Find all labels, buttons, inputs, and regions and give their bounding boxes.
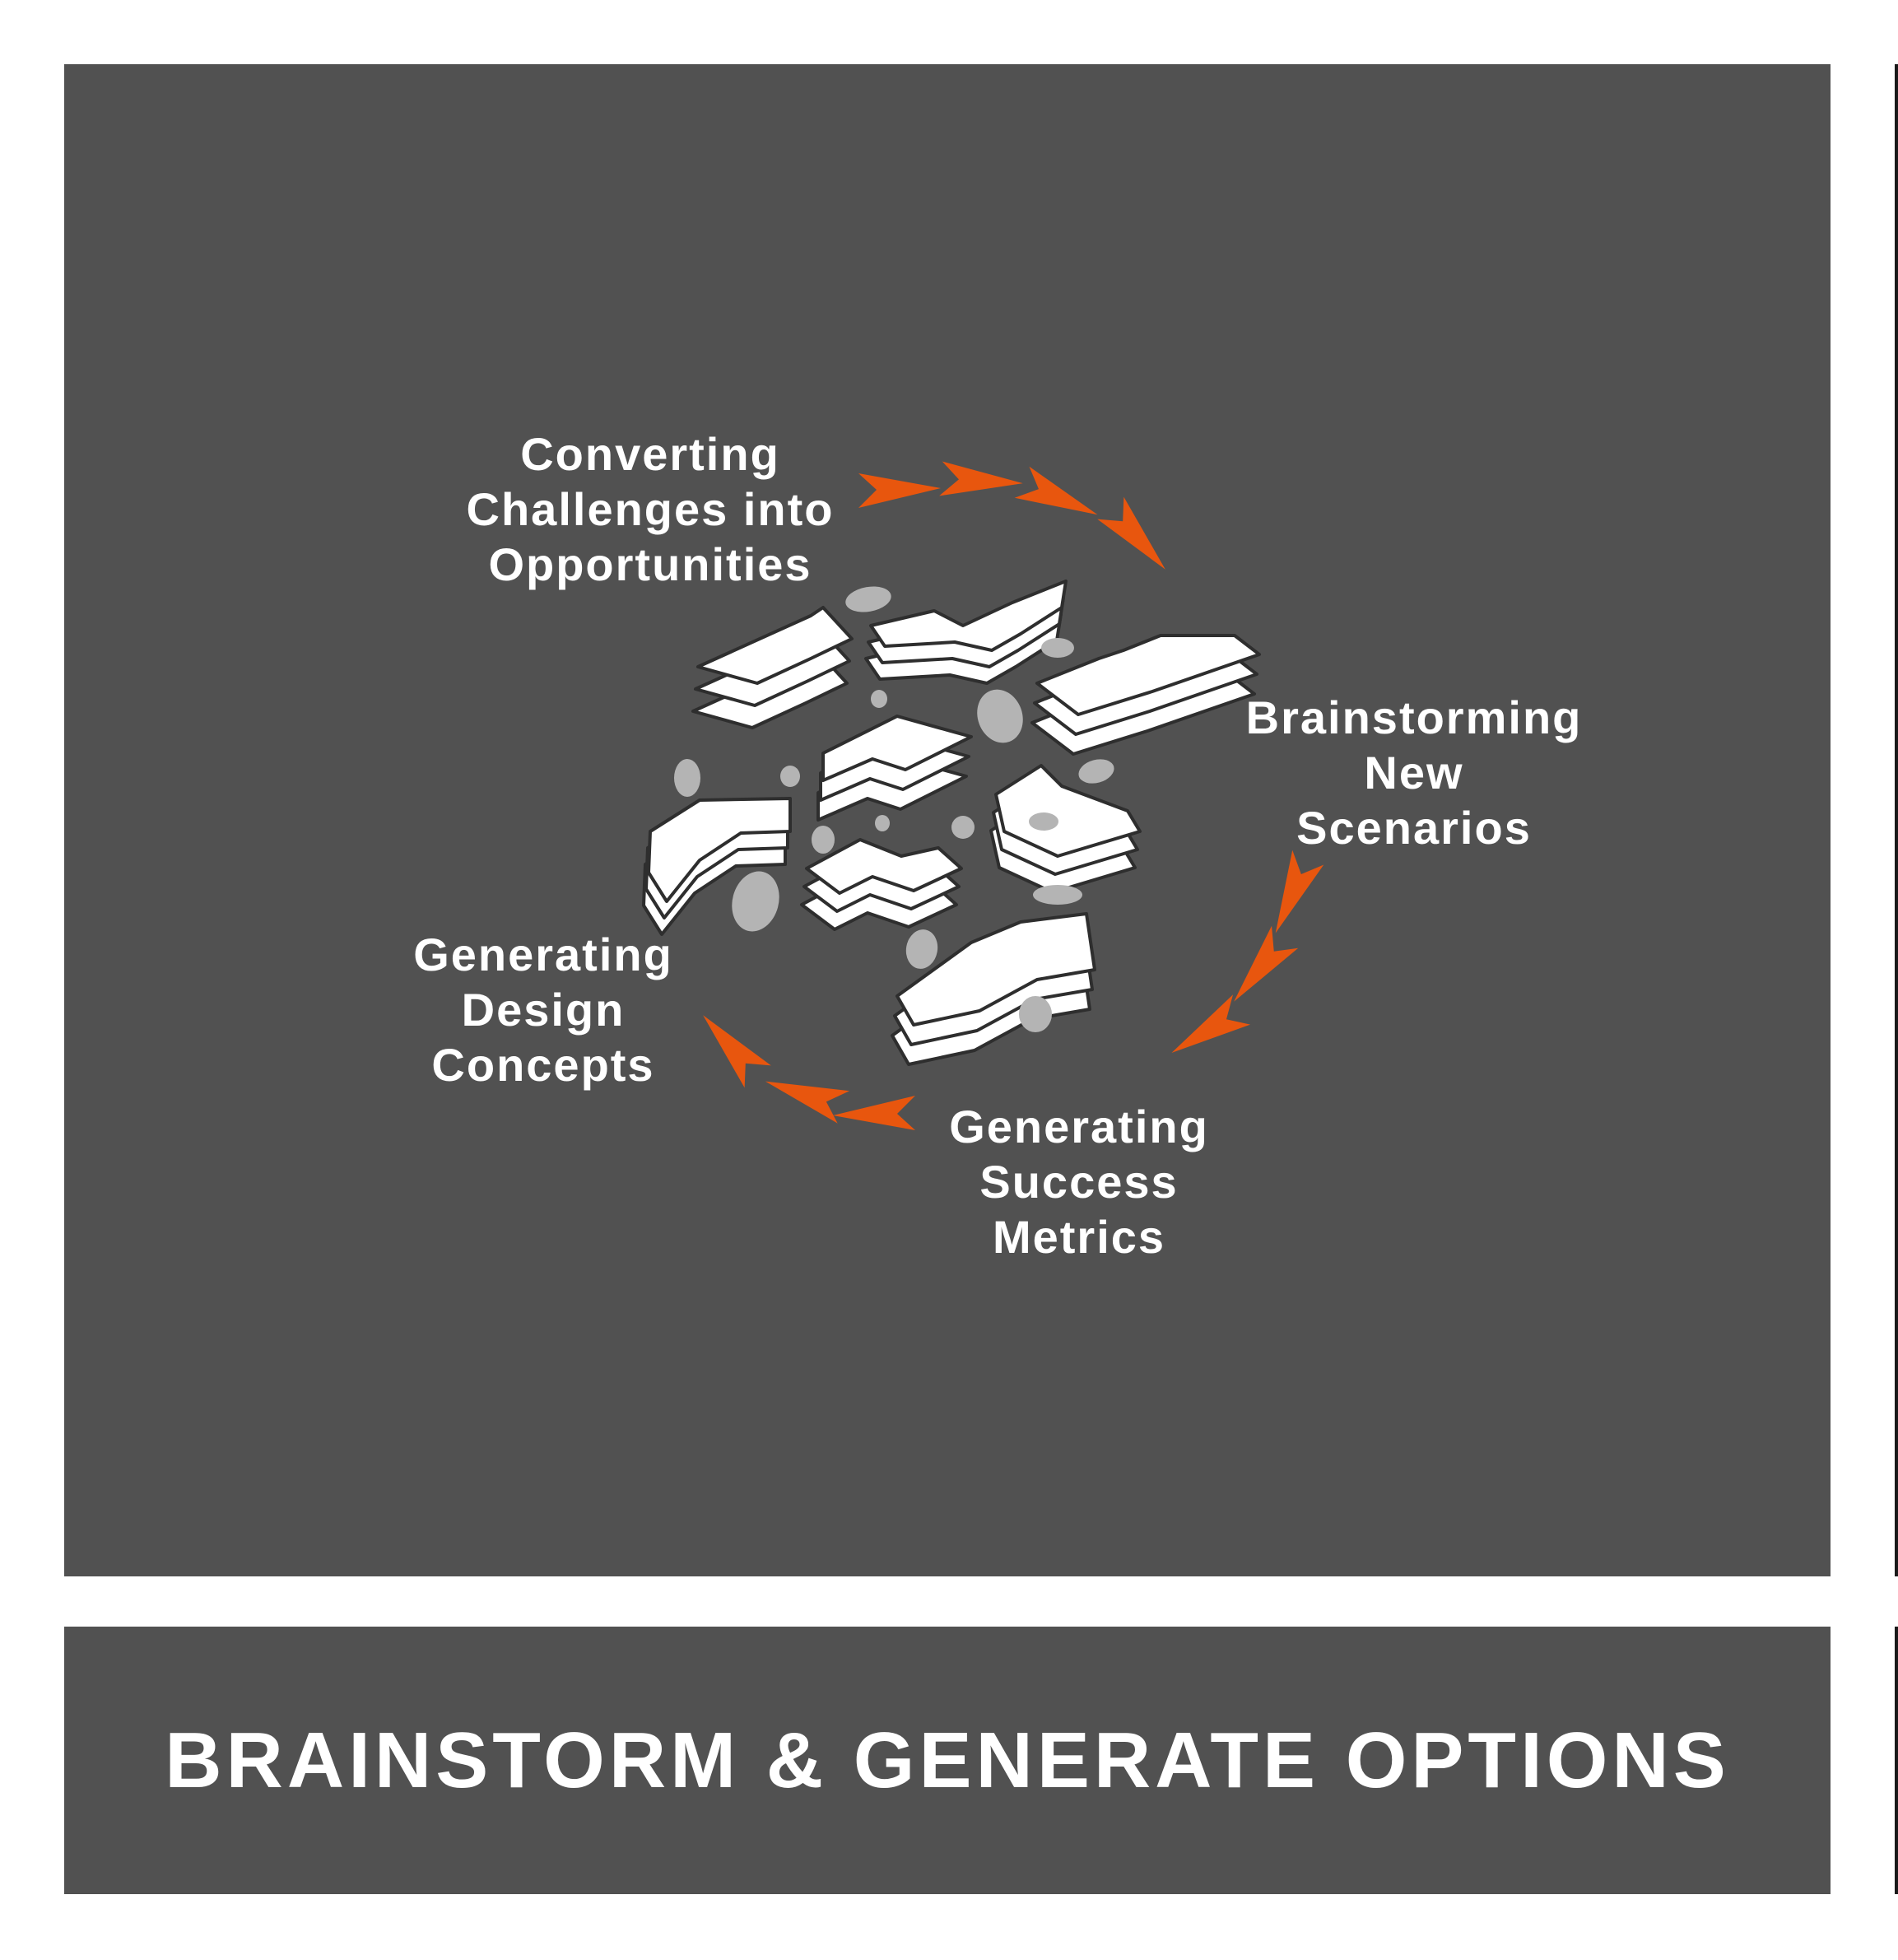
diagram-panel	[64, 64, 1831, 1576]
cycle-arrow-icon	[1275, 850, 1324, 933]
stone	[845, 586, 891, 612]
massing-layer	[647, 797, 792, 903]
stone	[1078, 759, 1114, 784]
cycle-arrow-icon	[833, 1096, 915, 1130]
stone	[871, 690, 887, 708]
massing-layer	[869, 580, 1068, 652]
stage-label-design-concepts: Generating Design Concepts	[413, 927, 673, 1092]
cycle-arrows	[703, 461, 1324, 1130]
cycle-arrow-icon	[703, 1015, 771, 1088]
massing-layer	[805, 838, 963, 895]
cycle-arrow-icon	[1014, 466, 1098, 515]
stone	[905, 929, 938, 969]
stage-label-line: Success	[979, 1156, 1179, 1208]
cycle-arrow-icon	[939, 461, 1023, 496]
massing-layer	[696, 606, 854, 685]
stage-label-line: Converting	[520, 428, 780, 480]
cycle-arrow-icon	[1234, 925, 1299, 1002]
stone	[732, 871, 779, 932]
stage-label-line: Design	[461, 984, 626, 1036]
stone	[1033, 885, 1082, 905]
stone	[875, 815, 890, 831]
stone	[780, 766, 800, 787]
stone	[951, 816, 975, 839]
panel-edge-line	[1895, 64, 1898, 1576]
massing-layer	[1035, 634, 1261, 716]
stage-label-line: Generating	[413, 929, 673, 980]
stone	[1019, 996, 1052, 1032]
stage-label-line: Generating	[949, 1101, 1209, 1152]
stage-label-line: Brainstorming	[1245, 691, 1583, 743]
stage-label-line: Metrics	[992, 1211, 1166, 1263]
massing-layer	[896, 912, 1096, 1027]
stage-label-line: Opportunities	[488, 538, 812, 590]
stage-label-success-metrics: Generating Success Metrics	[949, 1099, 1209, 1264]
layered-massing-illustration	[642, 580, 1261, 1066]
caption-panel: BRAINSTORM & GENERATE OPTIONS	[64, 1627, 1831, 1894]
stone	[977, 689, 1023, 743]
cycle-arrow-icon	[1171, 994, 1251, 1053]
stone	[674, 759, 700, 797]
cycle-arrow-icon	[765, 1081, 850, 1124]
cycle-arrow-icon	[1097, 496, 1165, 570]
cycle-arrow-icon	[858, 473, 941, 508]
caption-title: BRAINSTORM & GENERATE OPTIONS	[165, 1716, 1730, 1804]
stage-label-line: Scenarios	[1296, 802, 1532, 854]
massing-layer	[994, 764, 1142, 858]
stage-label-line: Challenges into	[466, 483, 835, 535]
stone	[1041, 638, 1074, 658]
stage-label-line: Concepts	[431, 1039, 655, 1091]
stage-label-converting: Converting Challenges into Opportunities	[467, 426, 835, 592]
stage-label-brainstorming: Brainstorming New Scenarios	[1246, 690, 1583, 855]
stage-label-line: New	[1364, 747, 1464, 798]
stone	[812, 826, 835, 854]
stone	[1029, 812, 1058, 831]
caption-edge-line	[1895, 1627, 1898, 1894]
massing-layer	[821, 715, 973, 782]
